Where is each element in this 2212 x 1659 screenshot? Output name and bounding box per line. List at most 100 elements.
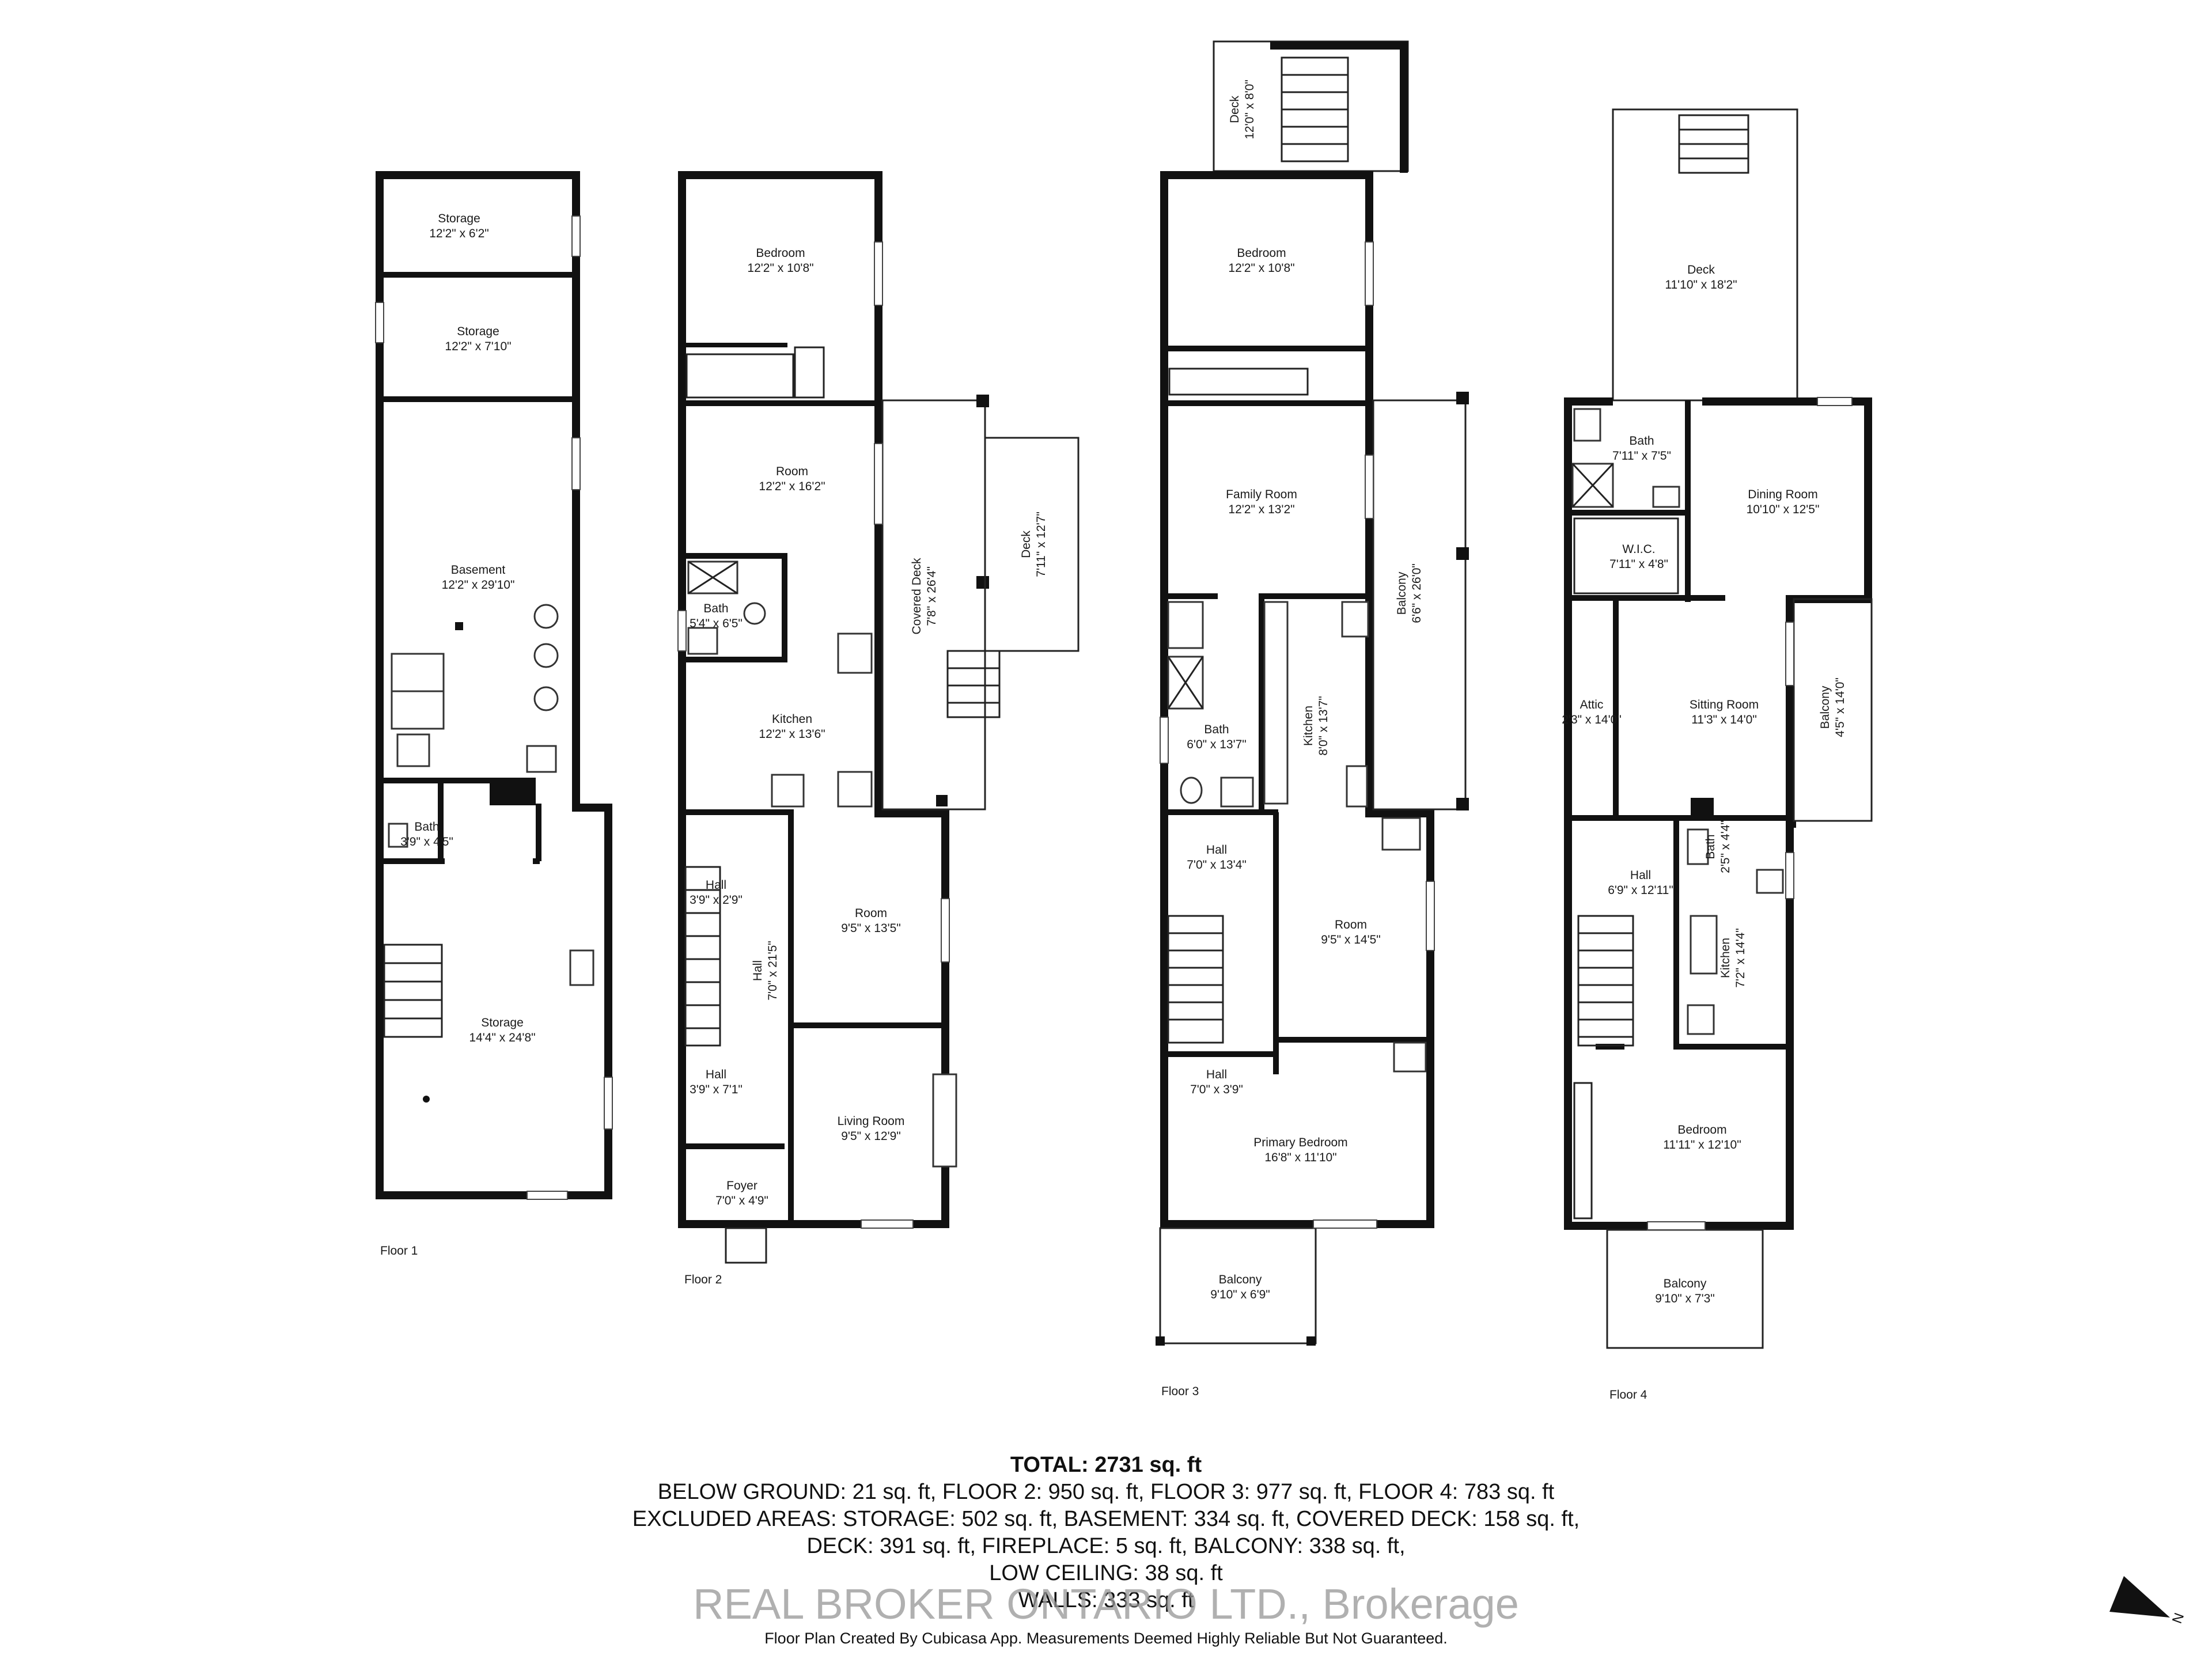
floor-label: Floor 1 — [380, 1244, 418, 1257]
room-name: Hall — [1206, 1068, 1227, 1081]
floor-1-plan — [375, 171, 613, 1200]
room-name: Kitchen — [1302, 706, 1315, 746]
room-name: Balcony — [1819, 685, 1832, 729]
room-dims: 9'10" x 7'3" — [1655, 1292, 1715, 1305]
room-dims: 12'2" x 29'10" — [442, 578, 515, 592]
room-dims: 6'6" x 26'0" — [1410, 563, 1423, 623]
room-dims: 5'4" x 6'5" — [690, 617, 743, 630]
summary-line: BELOW GROUND: 21 sq. ft, FLOOR 2: 950 sq… — [657, 1480, 1555, 1504]
room-name: Living Room — [838, 1115, 905, 1128]
room-dims: 12'2" x 16'2" — [759, 480, 825, 493]
room-name: Balcony — [1664, 1277, 1707, 1290]
room-dims: 12'2" x 7'10" — [445, 340, 511, 353]
room-dims: 9'10" x 6'9" — [1210, 1288, 1270, 1301]
room-name: Room — [855, 907, 887, 920]
room-name: W.I.C. — [1622, 543, 1655, 556]
room-dims: 9'5" x 14'5" — [1321, 933, 1381, 946]
room-dims: 12'2" x 13'6" — [759, 728, 825, 741]
room-name: Deck — [1687, 263, 1715, 276]
room-name: Storage — [438, 212, 480, 225]
room-labels: Storage 12'2" x 6'2" Storage 12'2" x 7'1… — [400, 79, 1847, 1305]
room-dims: 11'3" x 14'0" — [1691, 713, 1757, 726]
room-dims: 3'9" x 4'5" — [400, 835, 453, 849]
room-name: Hall — [1206, 843, 1227, 857]
area-summary: TOTAL: 2731 sq. ft BELOW GROUND: 21 sq. … — [0, 1452, 2212, 1614]
room-name: Bath — [1704, 834, 1717, 859]
room-dims: 12'2" x 10'8" — [1228, 262, 1294, 275]
compass-letter: N — [2169, 1611, 2187, 1626]
room-name: Deck — [1228, 96, 1241, 123]
room-dims: 11'10" x 18'2" — [1665, 278, 1737, 291]
room-dims: 11'11" x 12'10" — [1663, 1138, 1741, 1152]
room-name: Storage — [481, 1016, 524, 1029]
room-dims: 3'9" x 2'9" — [690, 893, 743, 907]
room-dims: 10'10" x 12'5" — [1747, 503, 1820, 516]
room-name: Bath — [1204, 723, 1229, 736]
room-name: Hall — [1630, 869, 1651, 882]
room-name: Foyer — [726, 1179, 757, 1192]
room-name: Family Room — [1226, 488, 1297, 501]
room-name: Balcony — [1219, 1273, 1262, 1286]
room-dims: 2'3" x 14'0" — [1562, 713, 1622, 726]
room-dims: 4'5" x 14'0" — [1834, 677, 1847, 737]
brokerage-watermark: REAL BROKER ONTARIO LTD., Brokerage — [693, 1580, 1519, 1628]
room-name: Kitchen — [772, 713, 812, 726]
room-dims: 6'9" x 12'11" — [1608, 884, 1673, 897]
floor-plan-credit: Floor Plan Created By Cubicasa App. Meas… — [764, 1630, 1448, 1647]
floor-label: Floor 2 — [684, 1273, 722, 1286]
room-dims: 12'0" x 8'0" — [1243, 79, 1256, 139]
room-name: Attic — [1580, 698, 1604, 711]
room-name: Basement — [451, 563, 506, 577]
room-name: Hall — [751, 960, 764, 981]
room-name: Primary Bedroom — [1253, 1136, 1347, 1149]
room-dims: 7'8" x 26'4" — [925, 566, 938, 626]
room-name: Bedroom — [1237, 247, 1286, 260]
floor-3-plan — [1156, 40, 1469, 1346]
summary-line: LOW CEILING: 38 sq. ft — [989, 1561, 1223, 1585]
room-dims: 9'5" x 12'9" — [841, 1130, 901, 1143]
room-name: Covered Deck — [910, 558, 923, 635]
summary-line: DECK: 391 sq. ft, FIREPLACE: 5 sq. ft, B… — [806, 1534, 1406, 1558]
room-name: Hall — [706, 878, 726, 892]
summary-line: EXCLUDED AREAS: STORAGE: 502 sq. ft, BAS… — [632, 1507, 1580, 1531]
room-name: Hall — [706, 1068, 726, 1081]
room-name: Bedroom — [1677, 1123, 1726, 1137]
room-dims: 3'9" x 7'1" — [690, 1083, 743, 1096]
floor-label: Floor 4 — [1609, 1388, 1647, 1402]
room-name: Balcony — [1395, 571, 1408, 615]
north-arrow-icon: N — [2109, 1576, 2187, 1626]
room-dims: 16'8" x 11'10" — [1264, 1151, 1336, 1164]
room-name: Bath — [703, 602, 728, 615]
total-area: TOTAL: 2731 sq. ft — [1010, 1453, 1202, 1477]
floor-label: Floor 3 — [1161, 1385, 1199, 1398]
room-name: Deck — [1020, 531, 1033, 558]
summary-line: WALLS: 333 sq. ft — [1018, 1588, 1194, 1612]
floor-4-plan — [1564, 108, 1873, 1349]
room-dims: 7'0" x 21'5" — [766, 941, 779, 1001]
room-name: Dining Room — [1748, 488, 1817, 501]
room-name: Sitting Room — [1690, 698, 1759, 711]
room-dims: 7'11" x 12'7" — [1035, 512, 1048, 577]
room-name: Room — [1335, 918, 1367, 931]
room-dims: 7'0" x 13'4" — [1187, 858, 1247, 872]
floor-labels: Floor 1 Floor 2 Floor 3 Floor 4 — [380, 1244, 1647, 1402]
room-dims: 12'2" x 13'2" — [1228, 503, 1294, 516]
room-name: Bath — [414, 820, 439, 834]
room-dims: 12'2" x 6'2" — [429, 227, 489, 240]
room-dims: 7'2" x 14'4" — [1734, 928, 1747, 988]
room-dims: 2'5" x 4'4" — [1719, 820, 1732, 873]
room-name: Kitchen — [1719, 938, 1732, 978]
room-name: Room — [776, 465, 808, 478]
room-dims: 7'11" x 7'5" — [1612, 449, 1671, 463]
room-dims: 14'4" x 24'8" — [469, 1031, 535, 1044]
room-dims: 12'2" x 10'8" — [747, 262, 813, 275]
room-dims: 7'11" x 4'8" — [1609, 558, 1668, 571]
room-name: Storage — [457, 325, 499, 338]
room-dims: 7'0" x 3'9" — [1190, 1083, 1243, 1096]
floor-2-plan — [677, 171, 1080, 1264]
room-dims: 9'5" x 13'5" — [841, 922, 901, 935]
room-name: Bath — [1629, 434, 1654, 448]
room-dims: 8'0" x 13'7" — [1317, 696, 1330, 756]
room-name: Bedroom — [756, 247, 805, 260]
